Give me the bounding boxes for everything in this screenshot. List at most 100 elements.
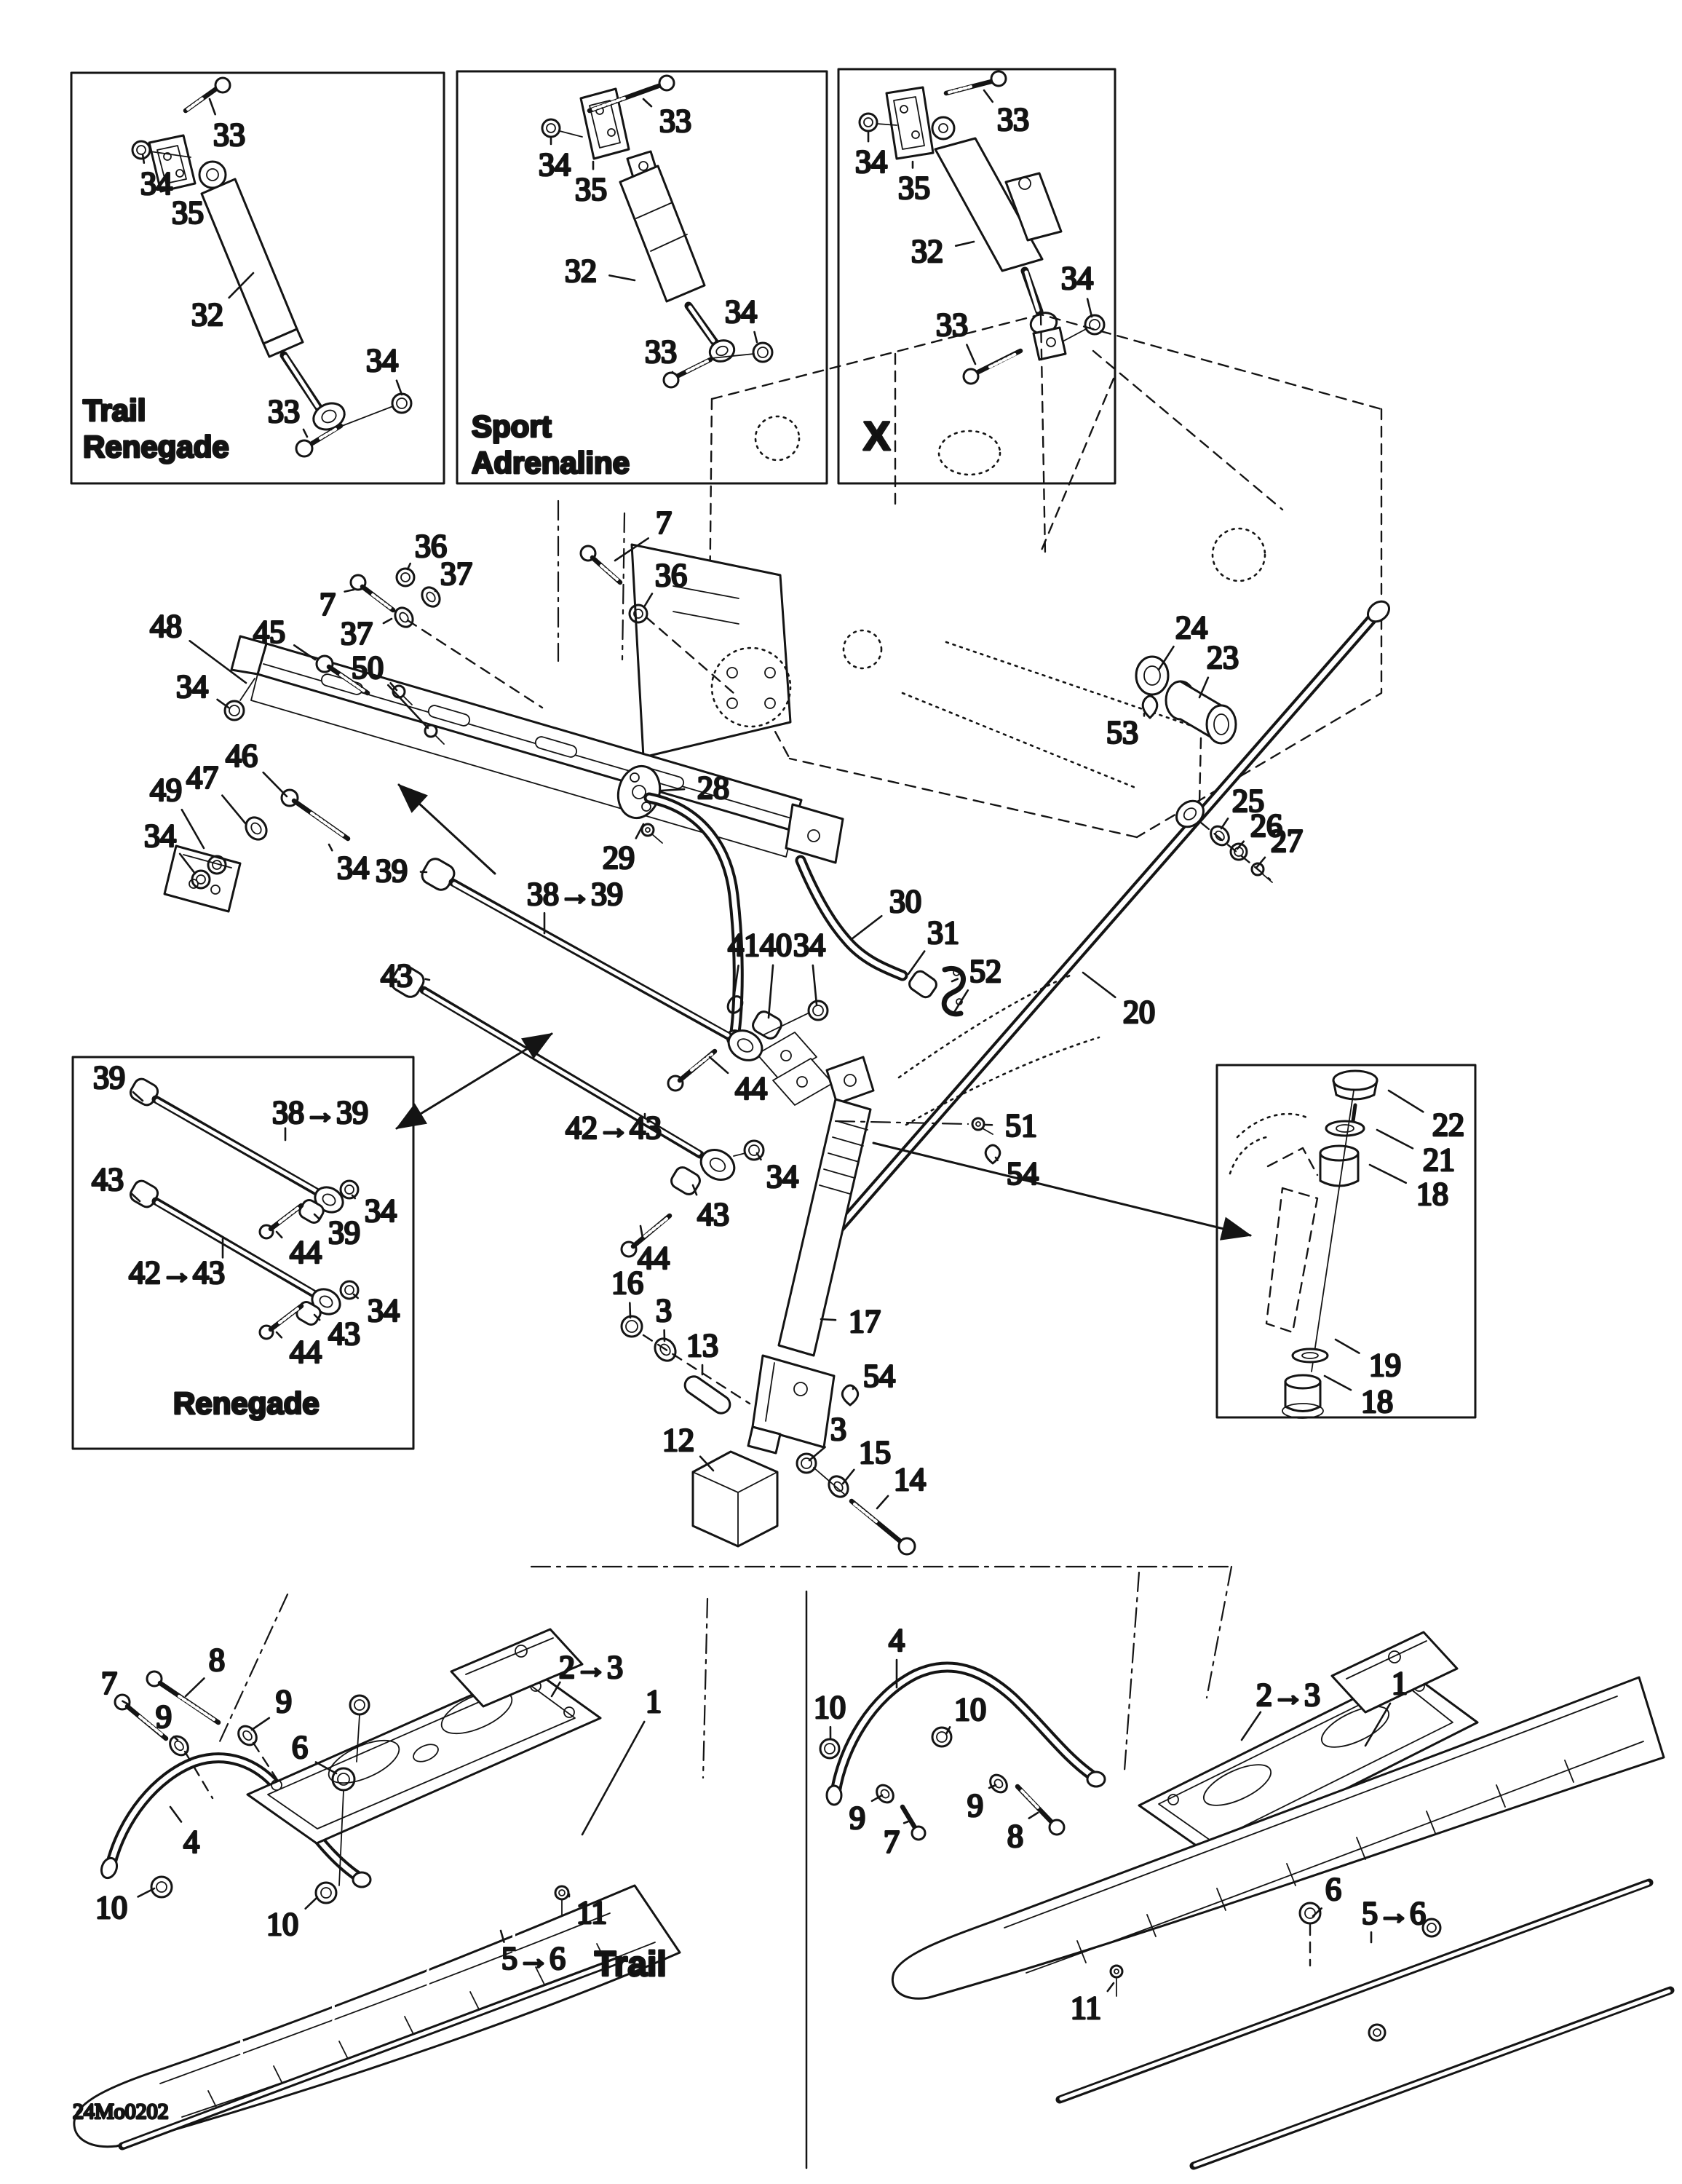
callout-leader — [178, 852, 197, 875]
callout-leader — [250, 1717, 271, 1731]
steering-arm-art — [616, 764, 833, 1106]
callout-52: 52 — [951, 952, 1003, 1015]
callout-leader — [1364, 1702, 1392, 1747]
callout-leader — [132, 1091, 144, 1102]
callout-leader — [1387, 1089, 1424, 1113]
inset-box-trail-renegade — [70, 71, 445, 485]
callout-54: 54 — [994, 1155, 1040, 1192]
inset-title-renegade: Renegade — [173, 1386, 320, 1420]
construction-lines — [218, 1565, 1233, 2169]
callout-leader — [293, 644, 317, 661]
callout-leader — [643, 593, 654, 607]
callout-51: 51 — [984, 1107, 1039, 1144]
part-number: 41 — [728, 927, 760, 963]
callout-34: 34 — [755, 1152, 800, 1195]
part-number: 1 — [646, 1684, 662, 1720]
part-number: 42→43 — [566, 1110, 662, 1146]
ski-left-art — [73, 1628, 681, 2151]
part-number: 36 — [415, 529, 447, 564]
section-label-trail: Trail — [595, 1945, 667, 1984]
callout-33: 33 — [267, 392, 309, 438]
callout-35: 35 — [574, 160, 608, 208]
callout-33: 33 — [644, 333, 678, 374]
inset-box-spindle-detail — [1215, 1064, 1477, 1419]
callout-leader — [550, 1681, 561, 1698]
doc-code: 24Mo0202 — [73, 2100, 169, 2124]
callout-37: 37 — [340, 614, 393, 652]
callout-23: 23 — [1198, 638, 1240, 699]
callout-leader — [767, 964, 774, 1019]
callout-34: 34 — [1060, 259, 1095, 318]
callout-leader — [1082, 971, 1116, 999]
sway-bar-art — [795, 855, 966, 1017]
part-number: 34 — [337, 850, 369, 886]
callout-leader — [1376, 1128, 1414, 1150]
callout-43: 43 — [691, 1184, 731, 1233]
part-number: 5→6 — [1362, 1896, 1426, 1931]
callout-leader — [137, 1887, 156, 1898]
part-number: 6 — [1325, 1872, 1341, 1907]
callout-45: 45 — [253, 613, 317, 661]
callout-leader — [608, 274, 636, 282]
callout-leader — [189, 640, 247, 684]
part-number: 2→3 — [559, 1650, 623, 1685]
part-number: 34 — [144, 818, 176, 854]
callout-29: 29 — [602, 823, 645, 877]
part-number: 27 — [1271, 823, 1303, 859]
callout-18: 18 — [1323, 1374, 1395, 1420]
callout-leader — [812, 964, 818, 1006]
callout-leader — [954, 240, 975, 247]
part-number: 33 — [997, 102, 1029, 138]
callout-34: 34 — [854, 131, 889, 181]
part-number: 23 — [1207, 640, 1239, 676]
part-number: 34 — [1061, 261, 1093, 296]
part-number: 13 — [686, 1328, 718, 1364]
callout-leader — [141, 153, 146, 165]
part-number: 46 — [226, 738, 258, 774]
callout-25: 25 — [1220, 782, 1266, 830]
tie-rod-lower-art — [390, 965, 765, 1258]
callout-46: 46 — [225, 737, 288, 798]
callout-3: 3 — [808, 1410, 848, 1462]
part-number: 10 — [95, 1890, 127, 1926]
part-number: 34 — [368, 1293, 400, 1329]
part-number: 34 — [725, 294, 757, 330]
renegade-tie-rods-art — [129, 1077, 360, 1340]
part-number: 6 — [292, 1730, 308, 1765]
callout-47: 47 — [186, 759, 247, 826]
part-number: 7 — [101, 1666, 117, 1701]
part-number: 44 — [638, 1241, 670, 1276]
callout-10: 10 — [95, 1887, 156, 1926]
part-number: 11 — [576, 1895, 607, 1931]
callout-43: 43 — [313, 1313, 362, 1353]
callout-4: 4 — [888, 1621, 906, 1689]
callout-32: 32 — [911, 232, 975, 270]
part-number: 33 — [936, 307, 968, 343]
inset-title-sport-line2: Adrenaline — [472, 446, 630, 480]
part-number: 39 — [93, 1060, 125, 1096]
part-number: 9 — [276, 1684, 292, 1720]
callout-12: 12 — [662, 1421, 715, 1472]
callout-leader — [988, 1784, 997, 1789]
callout-33: 33 — [642, 98, 693, 140]
callout-34: 34 — [538, 137, 572, 183]
inset-title-trail-line2: Renegade — [83, 430, 229, 464]
callout-32: 32 — [564, 252, 636, 290]
callout-22: 22 — [1387, 1089, 1466, 1144]
part-number: 50 — [352, 650, 384, 686]
callout-leader — [275, 1331, 283, 1339]
callout-leader — [755, 1152, 762, 1161]
part-number: 40 — [760, 927, 792, 963]
callout-27: 27 — [1255, 822, 1304, 869]
part-number: 33 — [268, 394, 300, 430]
callout-leader — [424, 978, 431, 981]
callout-leader — [581, 1720, 646, 1836]
callout-36: 36 — [406, 527, 448, 571]
callout-43: 43 — [91, 1160, 141, 1203]
inset-title-trail-line1: Trail — [83, 393, 146, 427]
callout-11: 11 — [568, 1893, 608, 1931]
part-number: 15 — [859, 1435, 891, 1471]
callout-26: 26 — [1236, 807, 1284, 850]
callout-leader — [659, 788, 686, 792]
callout-leader — [1086, 298, 1093, 318]
